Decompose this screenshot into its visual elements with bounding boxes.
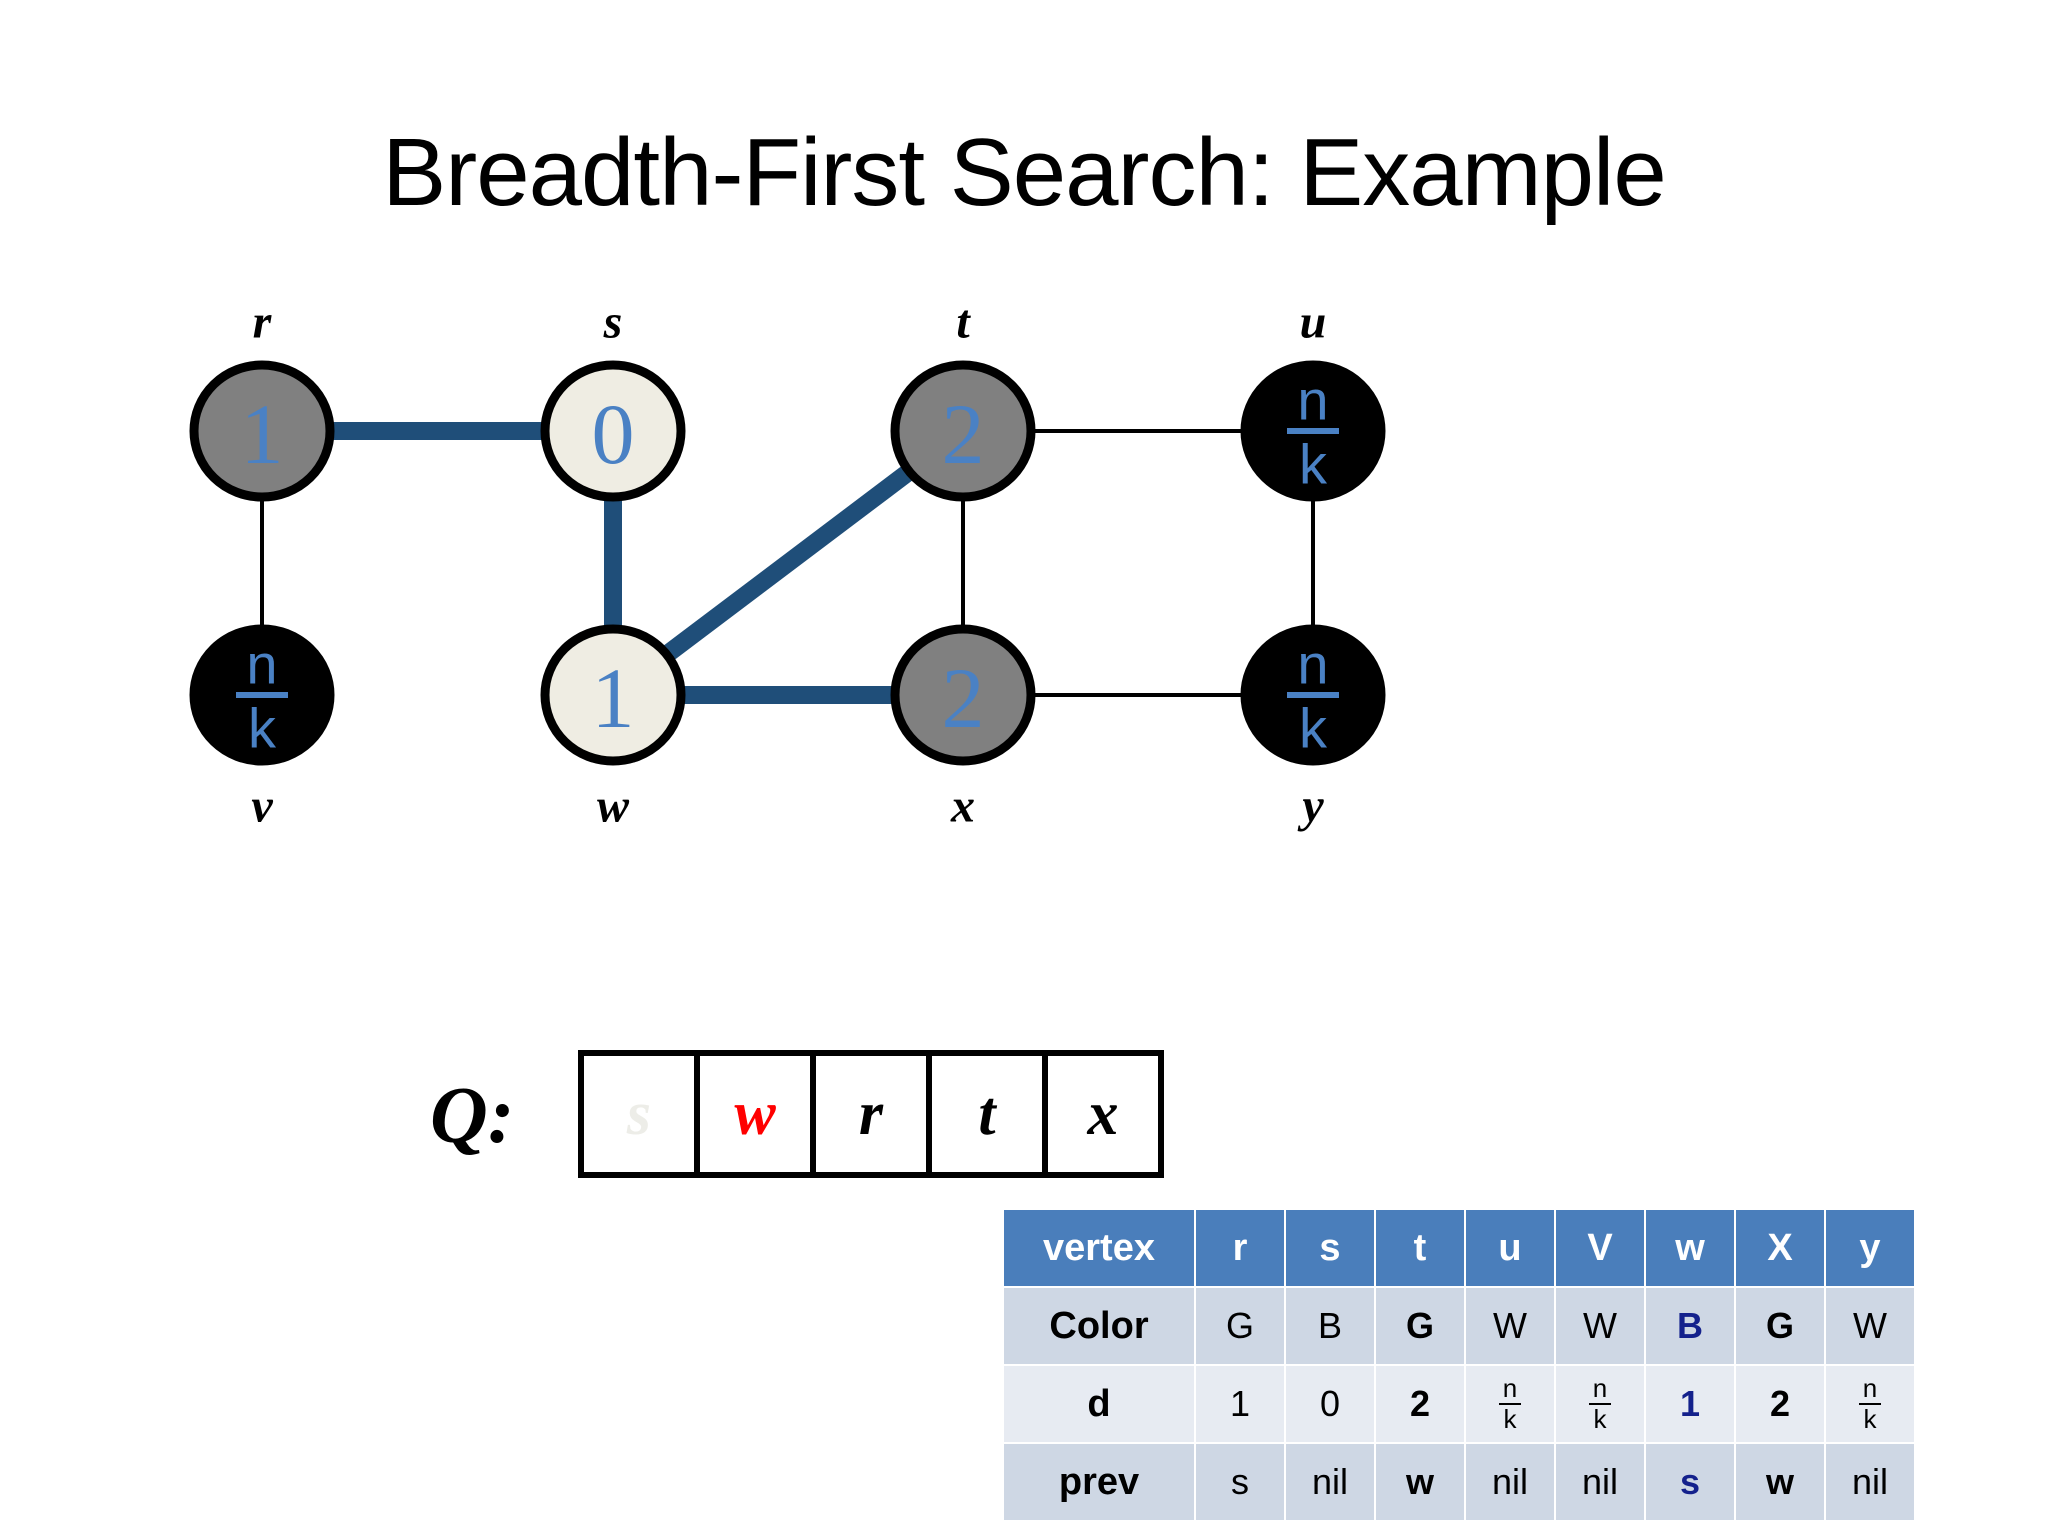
state-table-corner-header: vertex xyxy=(1004,1210,1194,1286)
state-table-cell-prev-X: w xyxy=(1736,1444,1824,1520)
queue-cell-2[interactable]: r xyxy=(816,1056,932,1172)
state-table-cell-d-w: 1 xyxy=(1646,1366,1734,1442)
graph-node-y[interactable]: nk xyxy=(1240,624,1386,766)
queue-label: Q: xyxy=(430,1072,515,1160)
state-table-cell-color-X: G xyxy=(1736,1288,1824,1364)
vertex-label-x: x xyxy=(950,780,975,833)
graph-node-u[interactable]: nk xyxy=(1240,360,1386,502)
graph-edge-w-t xyxy=(658,461,918,665)
state-table-cell-color-t: G xyxy=(1376,1288,1464,1364)
edge-layer xyxy=(260,422,1315,704)
vertex-label-w: w xyxy=(597,780,630,833)
node-circle-v xyxy=(189,624,335,766)
state-table-cell-prev-y: nil xyxy=(1826,1444,1914,1520)
state-table-cell-prev-V: nil xyxy=(1556,1444,1644,1520)
node-value-denominator-y: k xyxy=(1299,697,1328,760)
node-value-denominator-v: k xyxy=(248,697,277,760)
state-table-cell-color-V: W xyxy=(1556,1288,1644,1364)
vertex-label-y: y xyxy=(1297,780,1324,833)
state-table-cell-prev-r: s xyxy=(1196,1444,1284,1520)
state-table-row-label-0: Color xyxy=(1004,1288,1194,1364)
state-table-cell-prev-s: nil xyxy=(1286,1444,1374,1520)
state-table-cell-color-u: W xyxy=(1466,1288,1554,1364)
node-value-t: 2 xyxy=(942,386,985,482)
state-table-cell-color-w: B xyxy=(1646,1288,1734,1364)
state-table-cell-color-r: G xyxy=(1196,1288,1284,1364)
node-value-s: 0 xyxy=(592,386,635,482)
graph-node-r[interactable]: 1 xyxy=(189,360,335,502)
node-value-numerator-y: n xyxy=(1297,633,1328,696)
state-table-col-header-2: t xyxy=(1376,1210,1464,1286)
queue-cell-4[interactable]: x xyxy=(1048,1056,1158,1172)
state-table-col-header-4: V xyxy=(1556,1210,1644,1286)
queue-cell-1[interactable]: w xyxy=(700,1056,816,1172)
node-value-w: 1 xyxy=(592,650,635,746)
page-title: Breadth-First Search: Example xyxy=(382,119,1667,226)
state-table-cell-d-X: 2 xyxy=(1736,1366,1824,1442)
graph-node-s[interactable]: 0 xyxy=(540,360,686,502)
node-circle-r xyxy=(189,360,335,502)
state-table-cell-color-y: W xyxy=(1826,1288,1914,1364)
state-table-cell-prev-u: nil xyxy=(1466,1444,1554,1520)
node-circle-y xyxy=(1240,624,1386,766)
graph-node-t[interactable]: 2 xyxy=(890,360,1036,502)
queue-cell-0[interactable]: s xyxy=(584,1056,700,1172)
node-circle-u xyxy=(1240,360,1386,502)
state-table-col-header-5: w xyxy=(1646,1210,1734,1286)
graph-node-w[interactable]: 1 xyxy=(540,624,686,766)
state-table-cell-prev-t: w xyxy=(1376,1444,1464,1520)
vertex-label-r: r xyxy=(253,296,273,349)
vertex-label-t: t xyxy=(956,296,971,349)
node-circle-x xyxy=(890,624,1036,766)
state-table-col-header-6: X xyxy=(1736,1210,1824,1286)
state-table-cell-d-r: 1 xyxy=(1196,1366,1284,1442)
node-value-x: 2 xyxy=(942,650,985,746)
graph-node-x[interactable]: 2 xyxy=(890,624,1036,766)
node-value-r: 1 xyxy=(241,386,284,482)
node-value-denominator-u: k xyxy=(1299,433,1328,496)
state-table-col-header-3: u xyxy=(1466,1210,1554,1286)
node-circle-w xyxy=(540,624,686,766)
state-table-row-label-1: d xyxy=(1004,1366,1194,1442)
queue-cell-3[interactable]: t xyxy=(932,1056,1048,1172)
node-circle-t xyxy=(890,360,1036,502)
vertex-label-s: s xyxy=(603,296,623,349)
state-table-cell-prev-w: s xyxy=(1646,1444,1734,1520)
state-table-cell-d-t: 2 xyxy=(1376,1366,1464,1442)
vertex-label-u: u xyxy=(1300,296,1327,349)
state-table-col-header-7: y xyxy=(1826,1210,1914,1286)
node-value-numerator-u: n xyxy=(1297,369,1328,432)
state-table-cell-d-s: 0 xyxy=(1286,1366,1374,1442)
vertex-label-v: v xyxy=(251,780,273,833)
state-table-col-header-1: s xyxy=(1286,1210,1374,1286)
node-circle-s xyxy=(540,360,686,502)
vertex-label-layer: r s t u v w x y xyxy=(251,296,1326,833)
node-value-numerator-v: n xyxy=(246,633,277,696)
state-table-row-label-2: prev xyxy=(1004,1444,1194,1520)
state-table-cell-color-s: B xyxy=(1286,1288,1374,1364)
graph-node-v[interactable]: nk xyxy=(189,624,335,766)
state-table-col-header-0: r xyxy=(1196,1210,1284,1286)
